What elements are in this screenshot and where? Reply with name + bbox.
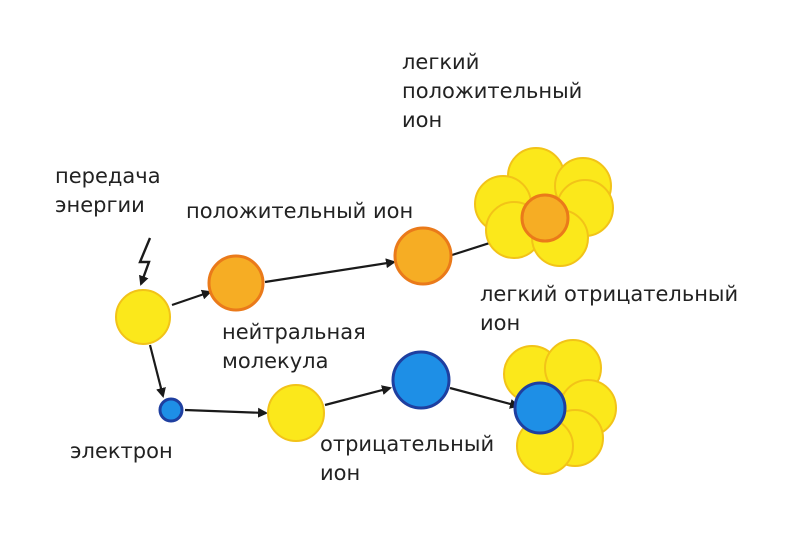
energy-lightning-icon bbox=[138, 237, 152, 286]
label-light-negative-ion: легкий отрицательный ион bbox=[480, 282, 739, 335]
light-negative-ion-core bbox=[513, 381, 567, 435]
electron bbox=[158, 397, 184, 423]
arrow-negative-ion-to-cluster bbox=[449, 386, 520, 409]
label-negative-ion: отрицательный ион bbox=[320, 432, 495, 485]
light-positive-ion-core bbox=[520, 193, 570, 243]
arrow-electron-to-molecule bbox=[184, 407, 268, 418]
label-electron: электрон bbox=[70, 439, 173, 463]
arrow-neutral-to-electron bbox=[148, 344, 166, 398]
arrow-positive-to-positive-ion bbox=[264, 258, 396, 284]
label-light-positive-ion: легкий положительный ион bbox=[402, 50, 583, 132]
light-positive-ion-cluster bbox=[474, 147, 614, 267]
positive-ion-small bbox=[207, 254, 265, 312]
positive-ion bbox=[393, 226, 453, 286]
arrow-molecule-to-negative-ion bbox=[324, 385, 392, 407]
neutral-molecule bbox=[267, 384, 325, 442]
neutral-molecule-initial bbox=[115, 289, 171, 345]
arrow-neutral-to-positive bbox=[171, 289, 212, 307]
label-energy-transfer: передача энергии bbox=[55, 164, 161, 217]
label-positive-ion: положительный ион bbox=[186, 199, 414, 223]
negative-ion bbox=[391, 350, 451, 410]
label-neutral-molecule: нейтральная молекула bbox=[222, 320, 366, 373]
arrows bbox=[138, 229, 526, 418]
